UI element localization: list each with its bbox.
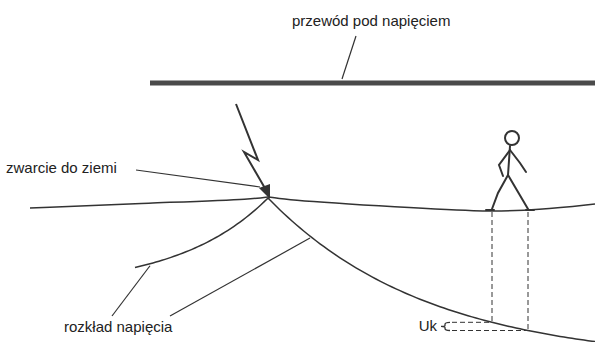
voltage-symbol: Uk	[417, 317, 439, 335]
leader-line	[136, 170, 260, 187]
leader-line	[112, 266, 150, 316]
projection-lines	[452, 212, 528, 331]
walking-person	[486, 131, 534, 210]
label-text: przewód pod napięciem	[290, 12, 452, 30]
ground-surface	[30, 197, 595, 211]
brace	[441, 322, 450, 330]
live-wire	[150, 81, 595, 86]
leader-line	[342, 36, 356, 79]
leader-line	[170, 238, 310, 316]
label-text: zwarcie do ziemi	[4, 159, 119, 177]
lightning-bolt	[236, 104, 266, 190]
label-text: rozkład napięcia	[62, 318, 174, 336]
voltage-curve	[135, 198, 595, 342]
